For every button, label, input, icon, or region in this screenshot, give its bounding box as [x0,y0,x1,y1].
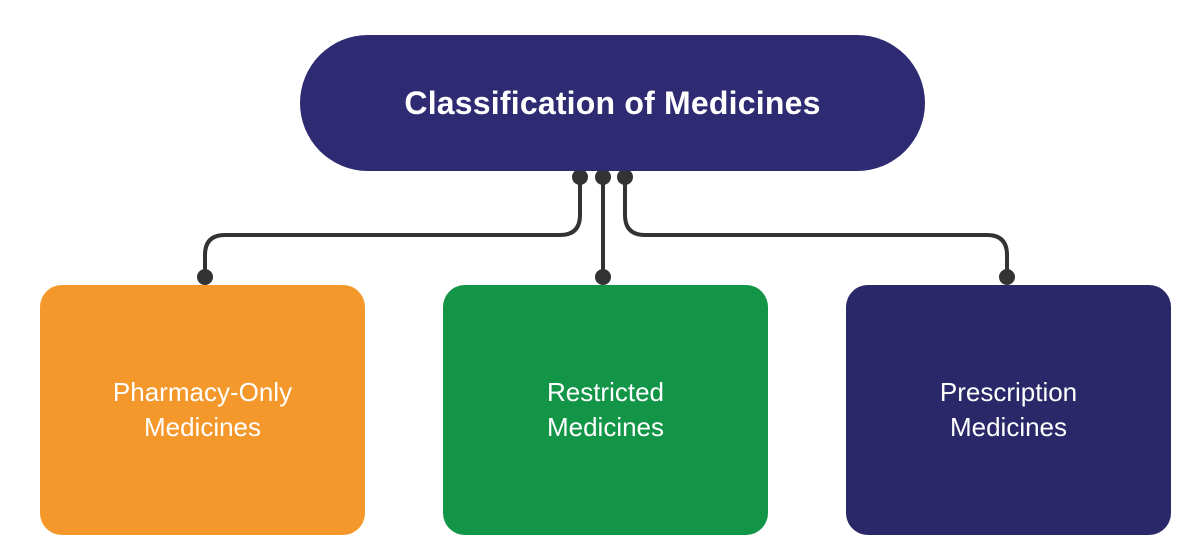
connector-dot-prescription [999,269,1015,285]
connector-dot-root-middle [595,169,611,185]
connector-dot-pharmacy-only [197,269,213,285]
child-node-pharmacy-only-label-line2: Medicines [143,412,262,442]
child-node-prescription-label-line1: Prescription [939,376,1078,407]
root-node-classification-of-medicines[interactable]: Classification of Medicines [300,35,925,171]
child-node-restricted-label-line2: Medicines [546,412,665,442]
connector-dot-root-right [617,169,633,185]
root-node-label: Classification of Medicines [404,84,821,121]
connector-line-prescription [623,175,1009,279]
connector-dot-root-left [572,169,588,185]
connector-line-pharmacy-only [203,175,582,279]
connector-dot-restricted [595,269,611,285]
child-node-prescription-label-line2: Medicines [949,412,1068,442]
child-node-restricted-label-line1: Restricted [546,376,665,407]
child-node-pharmacy-only-label-line1: Pharmacy-Only [112,376,293,407]
